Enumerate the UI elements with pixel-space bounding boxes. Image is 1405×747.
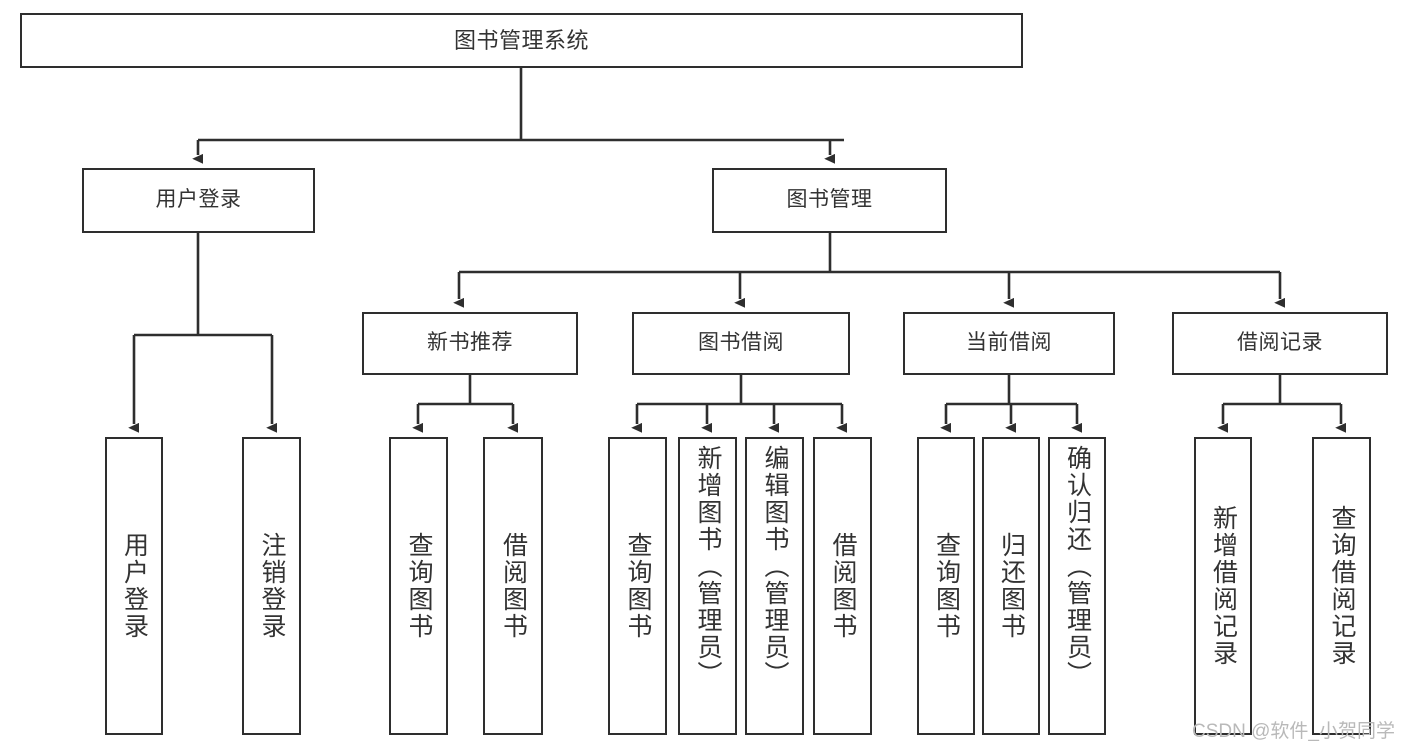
node-borrow-record[interactable]: 借阅记录 — [1172, 312, 1388, 375]
node-leaf-user-login[interactable]: 用户登录 — [105, 437, 163, 735]
node-label: 新增图书（管理员） — [694, 445, 722, 688]
node-leaf-borrow-book[interactable]: 借阅图书 — [813, 437, 872, 735]
node-leaf-add-book[interactable]: 新增图书（管理员） — [678, 437, 737, 735]
node-leaf-query-book-recommend[interactable]: 查询图书 — [389, 437, 448, 735]
node-label: 查询借阅记录 — [1328, 505, 1356, 667]
node-leaf-return-book[interactable]: 归还图书 — [982, 437, 1040, 735]
node-label: 确认归还（管理员） — [1063, 445, 1092, 688]
node-book-borrow[interactable]: 图书借阅 — [632, 312, 850, 375]
node-current-borrow[interactable]: 当前借阅 — [903, 312, 1115, 375]
node-book-manage[interactable]: 图书管理 — [712, 168, 947, 233]
node-leaf-edit-book[interactable]: 编辑图书（管理员） — [745, 437, 804, 735]
node-label: 图书管理系统 — [453, 27, 589, 53]
node-leaf-confirm-return[interactable]: 确认归还（管理员） — [1048, 437, 1106, 735]
watermark-text: CSDN @软件_小贺同学 — [1192, 721, 1395, 742]
node-user-login[interactable]: 用户登录 — [82, 168, 315, 233]
node-label: 借阅图书 — [499, 532, 528, 640]
node-label: 编辑图书（管理员） — [761, 445, 789, 688]
node-leaf-query-borrow-record[interactable]: 查询借阅记录 — [1312, 437, 1371, 735]
node-label: 当前借阅 — [966, 331, 1052, 355]
node-label: 用户登录 — [155, 188, 242, 212]
node-new-book-recommend[interactable]: 新书推荐 — [362, 312, 578, 375]
node-label: 归还图书 — [997, 532, 1026, 640]
node-leaf-query-book-borrow[interactable]: 查询图书 — [608, 437, 667, 735]
node-label: 用户登录 — [120, 532, 149, 640]
node-leaf-query-book-current[interactable]: 查询图书 — [917, 437, 975, 735]
node-label: 借阅图书 — [829, 532, 857, 640]
node-label: 查询图书 — [932, 532, 961, 640]
node-label: 图书管理 — [786, 188, 873, 212]
node-label: 查询图书 — [624, 532, 652, 640]
node-label: 查询图书 — [405, 532, 433, 640]
node-leaf-user-logout[interactable]: 注销登录 — [242, 437, 301, 735]
node-label: 图书借阅 — [698, 331, 784, 355]
node-label: 新增借阅记录 — [1209, 505, 1238, 667]
node-leaf-borrow-book-recommend[interactable]: 借阅图书 — [483, 437, 543, 735]
node-label: 注销登录 — [258, 532, 286, 640]
node-label: 借阅记录 — [1237, 331, 1323, 355]
node-leaf-add-borrow-record[interactable]: 新增借阅记录 — [1194, 437, 1252, 735]
node-label: 新书推荐 — [427, 331, 513, 355]
node-root-system[interactable]: 图书管理系统 — [20, 13, 1023, 68]
